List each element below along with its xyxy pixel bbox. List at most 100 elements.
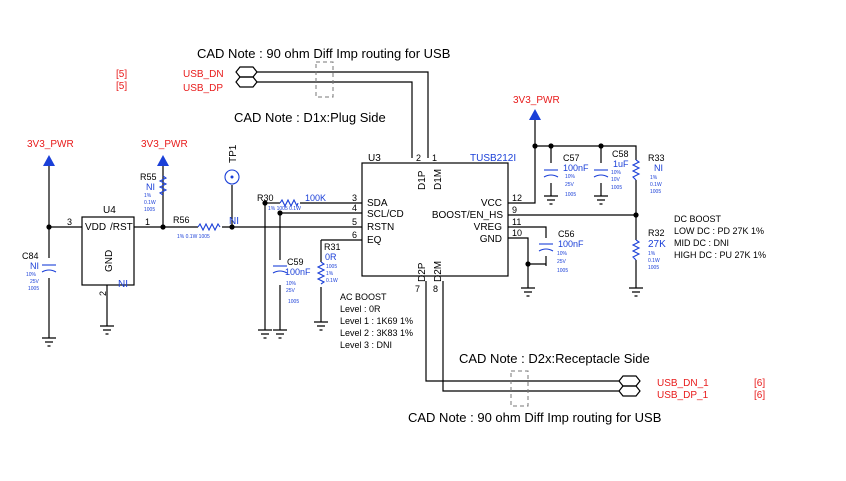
spec: 1%	[650, 175, 658, 181]
pin-name: EQ	[367, 235, 382, 246]
spec: 1% 0.1W 1005	[177, 234, 210, 240]
pin-num: 5	[352, 217, 357, 227]
capacitor-c59: C59 100nF 10% 25V 1005	[272, 257, 311, 305]
capacitor-c58: C58 1uF 10% 10V 1005	[593, 149, 629, 191]
pin-num: 12	[512, 193, 522, 203]
pin-num: 1	[145, 217, 150, 227]
spec: 1%	[144, 193, 152, 199]
spec: 10%	[26, 272, 37, 278]
ref: R55	[140, 172, 157, 182]
value: NI	[146, 182, 155, 192]
pin-name: SDA	[367, 198, 388, 209]
value: 0R	[325, 252, 337, 262]
ground-icon	[594, 195, 608, 205]
pin-name: BOOST/EN_HS	[432, 210, 503, 221]
cad-note-top: CAD Note : 90 ohm Diff Imp routing for U…	[197, 46, 450, 61]
capacitor-c84: C84 NI 10% 25V 1005	[22, 251, 57, 292]
wires	[48, 71, 637, 392]
cad-note-plug: CAD Note : D1x:Plug Side	[234, 110, 386, 125]
capacitor-c56: C56 100nF 10% 25V 1005	[538, 229, 584, 274]
offpage-usb-dp: USB_DP [5]	[116, 76, 258, 94]
value: NI	[229, 216, 239, 227]
net-label: USB_DN	[183, 69, 224, 80]
u4-ni: NI	[118, 279, 128, 290]
note-line: MID DC : DNI	[674, 238, 729, 248]
power-label: 3V3_PWR	[513, 95, 560, 106]
ic-u3: U3 TUSB212I SDA SCL/CD RSTN EQ 3 4 5 6 V…	[352, 153, 522, 294]
spec: 1005	[650, 189, 661, 195]
ground-icon	[629, 287, 643, 297]
note-line: LOW DC : PD 27K 1%	[674, 226, 764, 236]
ref: C84	[22, 251, 39, 261]
ground-icon	[42, 337, 56, 347]
value: 100nF	[563, 163, 589, 173]
ac-boost-note: AC BOOST Level : 0R Level 1 : 1K69 1% Le…	[340, 292, 413, 350]
ref: R32	[648, 228, 665, 238]
resistor-r56: R56 1% 0.1W 1005 NI	[173, 215, 239, 240]
net-label: USB_DN_1	[657, 378, 709, 389]
pin-num: 6	[352, 230, 357, 240]
ref: C59	[287, 257, 304, 267]
diff-pair-marker-top	[315, 61, 334, 98]
spec: 1005	[28, 286, 39, 292]
resistor-r31: R31 0R 1005 1% 0.1W	[316, 242, 341, 285]
spec: 25V	[286, 288, 296, 294]
power-symbol-mid: 3V3_PWR	[141, 139, 188, 166]
spec: 1%	[326, 271, 334, 277]
note-line: AC BOOST	[340, 292, 387, 302]
spec: 25V	[557, 259, 567, 265]
pin-num: 3	[352, 193, 357, 203]
ref: C57	[563, 153, 580, 163]
spec: 10%	[557, 251, 568, 257]
pin-name: D1M	[433, 169, 444, 190]
ref: R30	[257, 193, 274, 203]
pin-name: D2P	[417, 262, 428, 282]
tp1-ref: TP1	[228, 144, 239, 163]
note-line: Level : 0R	[340, 304, 381, 314]
offpage-usb-dn-1: USB_DN_1 [6]	[618, 375, 765, 389]
pin-num: 7	[415, 284, 420, 294]
u3-part: TUSB212I	[470, 153, 516, 164]
note-line: DC BOOST	[674, 214, 722, 224]
spec: 0.1W	[650, 182, 662, 188]
pin-num: 8	[433, 284, 438, 294]
ref-label: [5]	[116, 81, 127, 92]
power-symbol-left: 3V3_PWR	[27, 139, 74, 166]
spec: 1005	[565, 192, 576, 198]
ref: R31	[324, 242, 341, 252]
value: NI	[30, 261, 39, 271]
spec: 0.1W	[144, 200, 156, 206]
resistor-r30: R30 100K 1% 1005 0.1W	[257, 193, 326, 212]
value: NI	[654, 163, 663, 173]
pin-num: 2	[98, 291, 108, 296]
value: 100nF	[558, 239, 584, 249]
pin-name: GND	[480, 234, 502, 245]
spec: 1005	[557, 268, 568, 274]
spec: 1% 1005 0.1W	[268, 206, 301, 212]
ground-icon	[521, 287, 535, 297]
spec: 1005	[326, 264, 337, 270]
cad-note-bottom: CAD Note : 90 ohm Diff Imp routing for U…	[408, 410, 661, 425]
value: 100nF	[285, 267, 311, 277]
ref-label: [6]	[754, 390, 765, 401]
note-line: HIGH DC : PU 27K 1%	[674, 250, 766, 260]
ground-icon	[258, 329, 272, 339]
u4-ref: U4	[103, 205, 116, 216]
ref: C58	[612, 149, 629, 159]
ref-label: [5]	[116, 69, 127, 80]
power-label: 3V3_PWR	[141, 139, 188, 150]
ic-u4: U4 VDD /RST GND 3 1 2 NI	[67, 205, 150, 307]
resistor-r33: R33 NI 1% 0.1W 1005	[631, 153, 665, 195]
pin-name: VCC	[481, 198, 502, 209]
pin-name: VDD	[85, 222, 106, 233]
offpage-usb-dn: USB_DN [5]	[116, 66, 258, 80]
spec: 10%	[611, 170, 622, 176]
spec: 25V	[565, 182, 575, 188]
ground-icon	[100, 307, 114, 335]
offpage-usb-dp-1: USB_DP_1 [6]	[618, 385, 765, 401]
note-line: Level 2 : 3K83 1%	[340, 328, 413, 338]
pin-name: D1P	[417, 170, 428, 190]
diff-pair-marker-bottom	[510, 370, 529, 407]
ref: C56	[558, 229, 575, 239]
ref: R56	[173, 215, 190, 225]
